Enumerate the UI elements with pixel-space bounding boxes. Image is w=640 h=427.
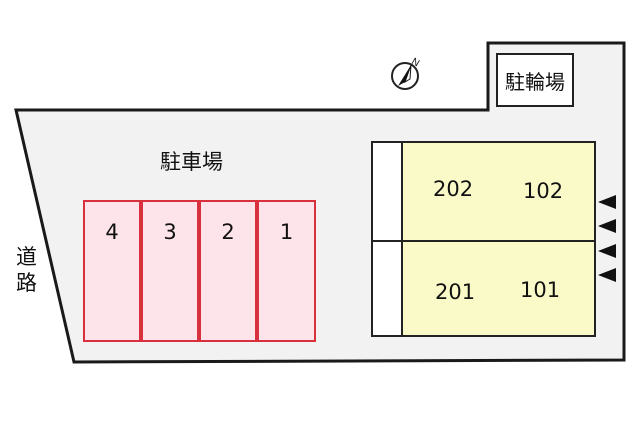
- stall-number: 3: [163, 220, 177, 244]
- bicycle-parking: 駐輪場: [496, 53, 574, 107]
- stall-number: 1: [279, 220, 294, 244]
- parking-label: 駐車場: [160, 150, 223, 174]
- bicycle-parking-label: 駐輪場: [505, 69, 565, 94]
- parking-stall: 3: [141, 200, 199, 342]
- stall-number: 4: [105, 220, 119, 244]
- entrance-arrow-icon: [598, 195, 616, 209]
- entrance-arrow-icon: [598, 244, 616, 258]
- room-202: 202: [433, 177, 474, 201]
- floor-divider: [373, 240, 594, 242]
- north-arrow-icon: N: [391, 56, 421, 90]
- entrance-arrow-icon: [598, 268, 616, 282]
- parking-stall: 1: [257, 200, 316, 342]
- road-label: 道路: [16, 245, 37, 295]
- room-102: 102: [523, 179, 564, 203]
- room-101: 101: [520, 278, 561, 302]
- room-201: 201: [435, 280, 476, 304]
- parking-stall: 2: [199, 200, 257, 342]
- parking-stall: 4: [83, 200, 141, 342]
- stairway: [373, 143, 403, 335]
- entrance-arrow-icon: [598, 219, 616, 233]
- stall-number: 2: [221, 220, 235, 244]
- svg-text:N: N: [409, 56, 421, 69]
- apartment-building: 202 102 201 101: [371, 141, 596, 337]
